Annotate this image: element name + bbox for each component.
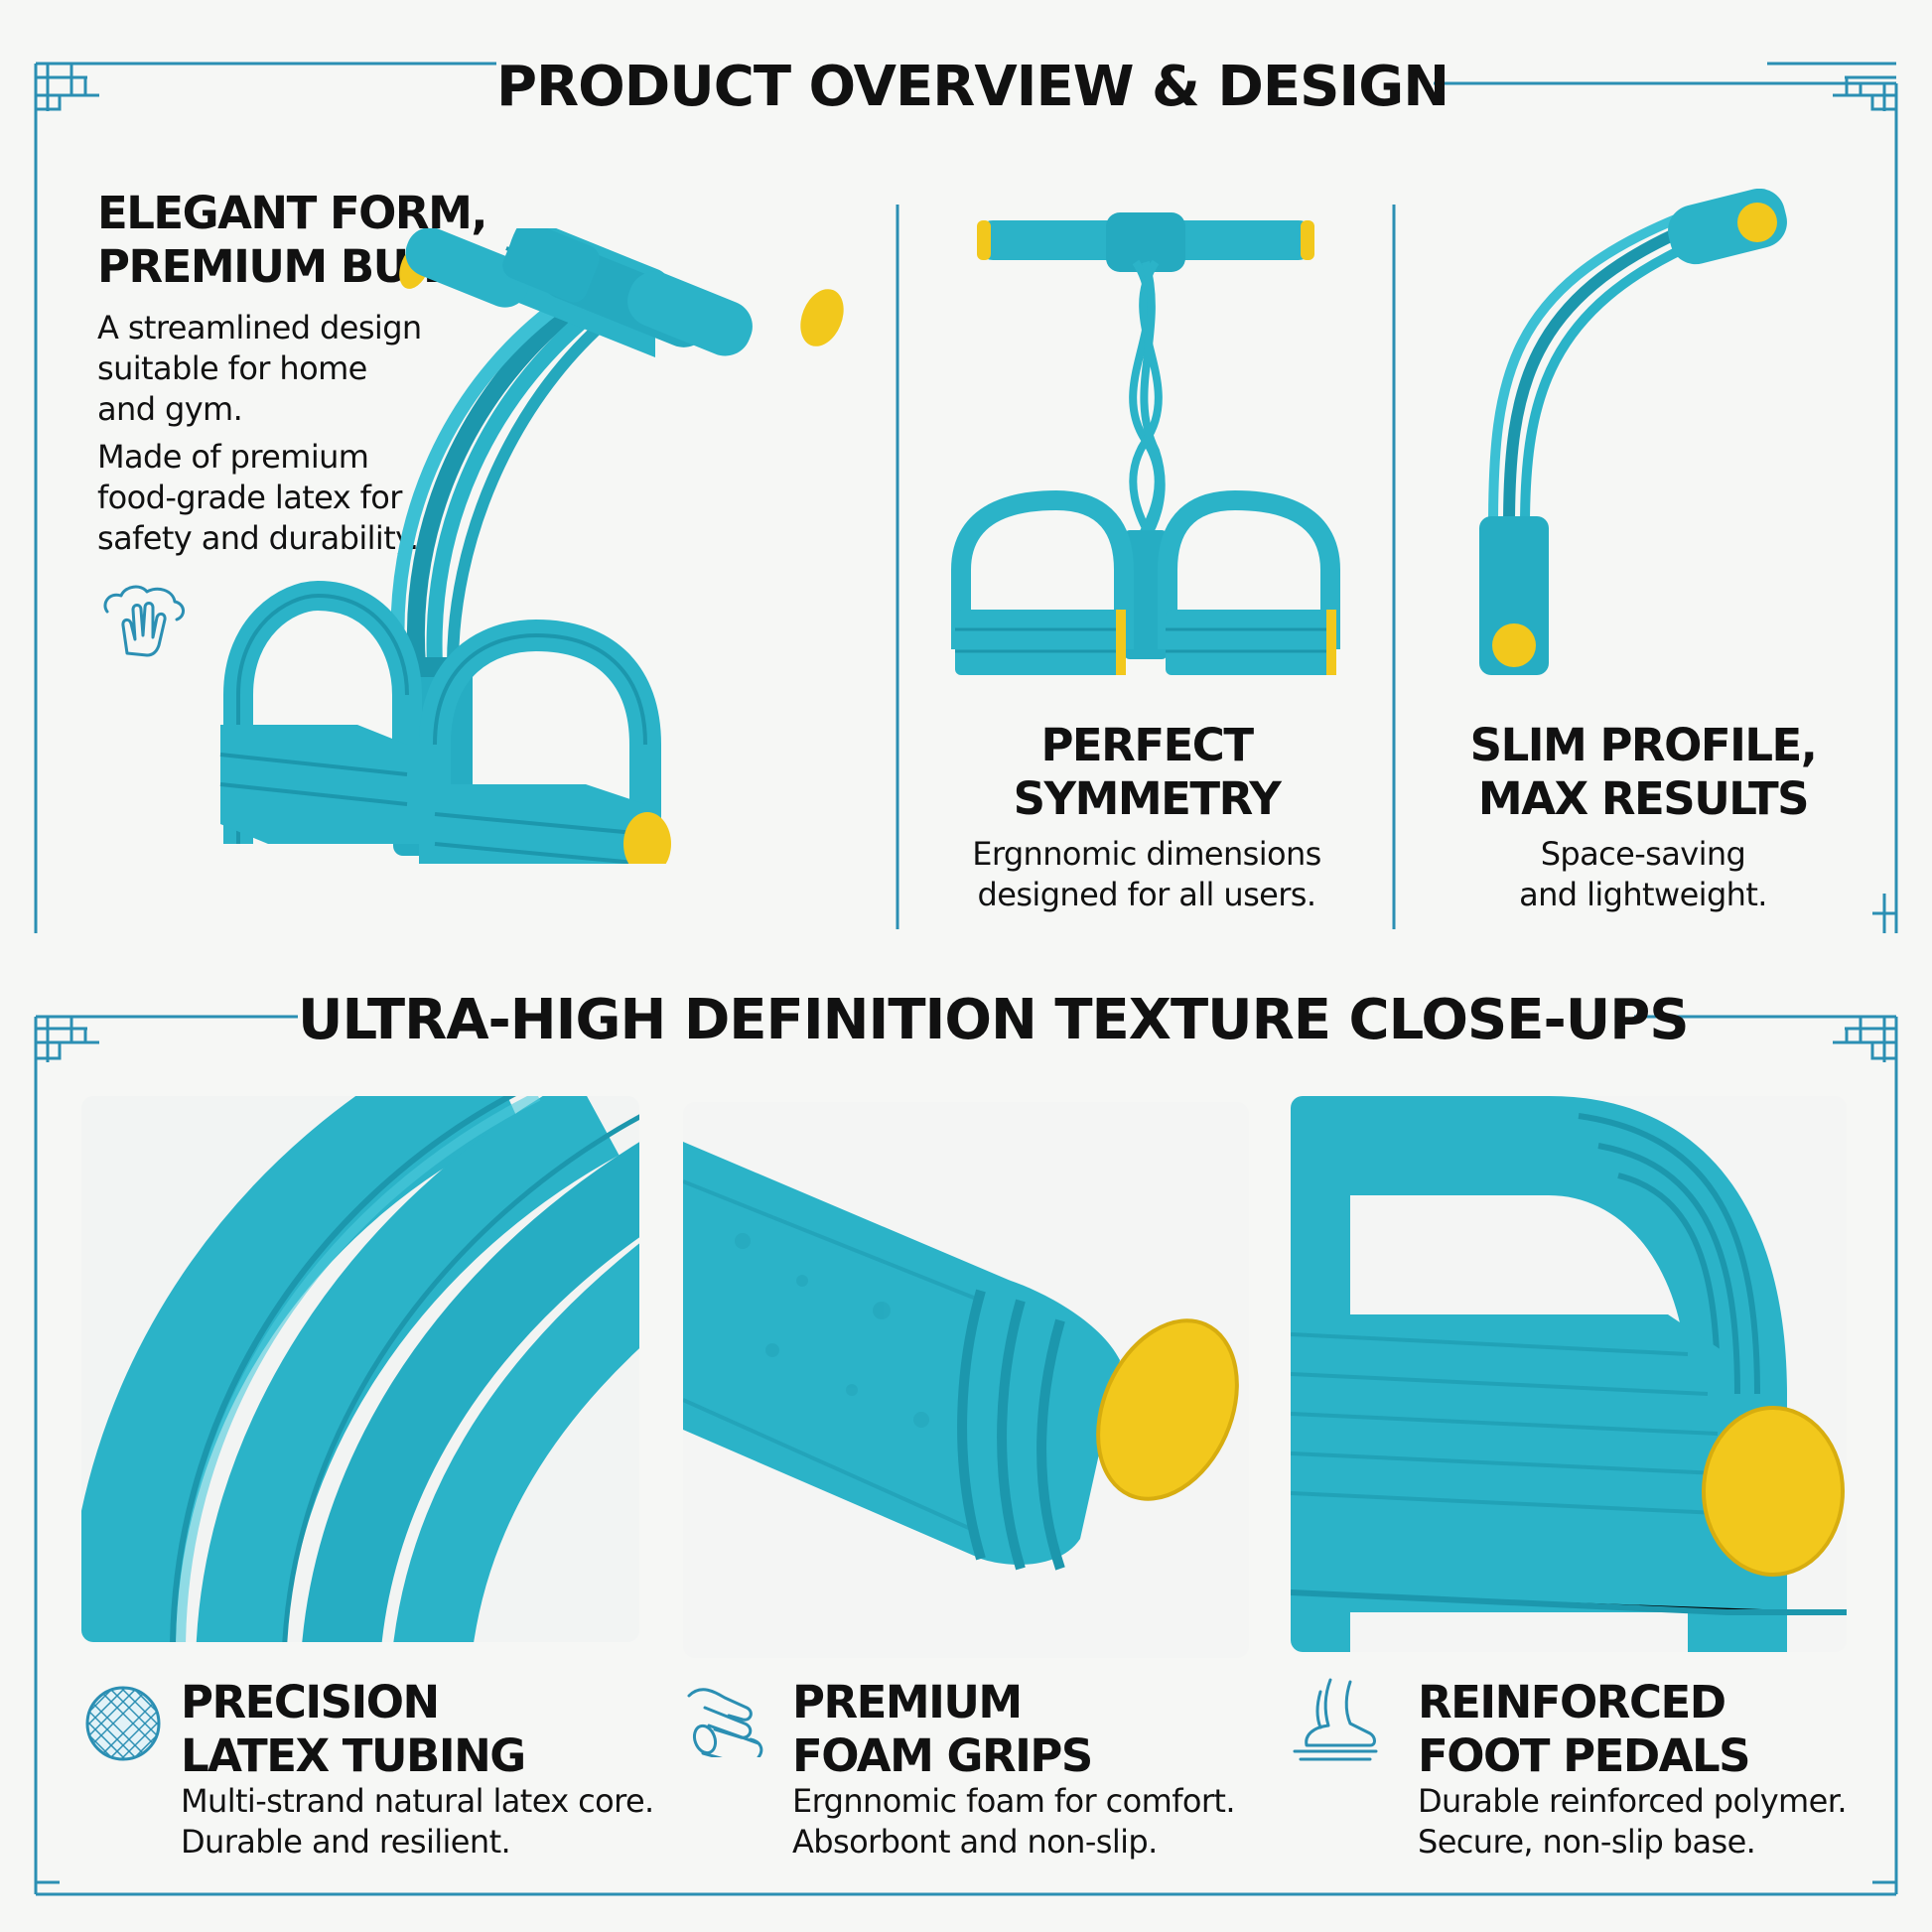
closeups-heading: ULTRA-HIGH DEFINITION TEXTURE CLOSE-UPS [298,988,1690,1052]
desc-line: Space-saving [1540,835,1746,873]
desc-line: Multi-strand natural latex core. [181,1782,654,1820]
desc-line: suitable for home [97,349,367,387]
closeup-tubing-title: PRECISION LATEX TUBING [181,1676,526,1783]
desc-line: Absorbont and non-slip. [792,1823,1158,1861]
desc-line: A streamlined design [97,309,422,346]
closeup-foam-title: PREMIUM FOAM GRIPS [792,1676,1093,1783]
product-image-angled [219,228,844,864]
panel-slim-desc: Space-saving and lightweight. [1410,834,1876,915]
foot-icon [1293,1678,1378,1761]
desc-line: Ergnnomic dimensions [972,835,1321,873]
panel-symmetry-desc: Ergnnomic dimensions designed for all us… [933,834,1360,915]
desc-line: safety and durability. [97,519,419,557]
title-line: PRECISION [181,1676,440,1728]
closeup-tubing-image [81,1096,639,1642]
mesh-texture-icon [85,1686,161,1761]
closeup-foam-image [683,1102,1249,1658]
panel-symmetry-title: PERFECT SYMMETRY [933,719,1360,826]
desc-line: and lightweight. [1519,876,1767,913]
closeup-pedal-desc: Durable reinforced polymer. Secure, non-… [1418,1781,1848,1863]
closeup-pedal-image [1291,1096,1847,1652]
hand-grip-icon [687,1688,763,1757]
panel-elegant-desc: A streamlined design suitable for home a… [97,308,422,430]
title-line: FOAM GRIPS [792,1729,1093,1782]
desc-line: and gym. [97,390,243,428]
desc-line: Durable reinforced polymer. [1418,1782,1848,1820]
closeup-foam-desc: Ergnnomic foam for comfort. Absorbont an… [792,1781,1236,1863]
title-line: SLIM PROFILE, [1469,719,1818,771]
product-image-front [951,212,1340,675]
desc-line: Ergnnomic foam for comfort. [792,1782,1236,1820]
overview-heading: PRODUCT OVERVIEW & DESIGN [496,55,1449,119]
desc-line: Durable and resilient. [181,1823,511,1861]
closeup-tubing-desc: Multi-strand natural latex core. Durable… [181,1781,654,1863]
title-line: FOOT PEDALS [1418,1729,1751,1782]
desc-line: Secure, non-slip base. [1418,1823,1756,1861]
panel-elegant-desc-2: Made of premium food-grade latex for saf… [97,437,419,559]
title-line: REINFORCED [1418,1676,1726,1728]
closeup-pedal-title: REINFORCED FOOT PEDALS [1418,1676,1751,1783]
title-line: SYMMETRY [1013,772,1282,825]
desc-line: Made of premium [97,438,369,476]
title-line: PERFECT [1040,719,1254,771]
hand-wash-icon [103,585,185,657]
title-line: PREMIUM [792,1676,1023,1728]
desc-line: food-grade latex for [97,479,402,516]
product-image-side [1479,189,1787,675]
title-line: MAX RESULTS [1477,772,1810,825]
panel-slim-title: SLIM PROFILE, MAX RESULTS [1410,719,1876,826]
title-line: LATEX TUBING [181,1729,526,1782]
desc-line: designed for all users. [977,876,1317,913]
